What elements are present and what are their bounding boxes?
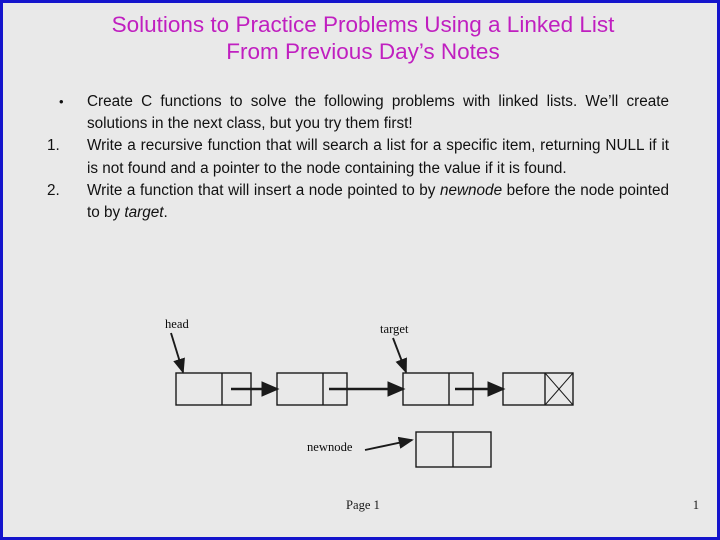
node-4-null-slash-a bbox=[544, 372, 574, 406]
footer-page-label: Page 1 bbox=[346, 498, 380, 512]
node-3 bbox=[402, 372, 474, 406]
list-item-1-text: Write a recursive function that will sea… bbox=[87, 137, 669, 177]
diagram-pointer-arrows bbox=[170, 332, 414, 451]
title-line-1: Solutions to Practice Problems Using a L… bbox=[111, 12, 615, 37]
list-item-2: 2. Write a function that will insert a n… bbox=[47, 180, 669, 224]
page-title: Solutions to Practice Problems Using a L… bbox=[3, 11, 717, 65]
diagram-label-target: target bbox=[380, 322, 409, 336]
footer-page-number: 1 bbox=[692, 498, 699, 512]
node-4 bbox=[502, 372, 574, 406]
node-1 bbox=[175, 372, 252, 406]
bullet-item-create-functions: • Create C functions to solve the follow… bbox=[47, 91, 669, 135]
list-item-2-part1: Write a function that will insert a node… bbox=[87, 181, 440, 199]
node-4-null-slash-b bbox=[544, 372, 574, 406]
body-content: • Create C functions to solve the follow… bbox=[47, 91, 669, 224]
diagram-label-newnode: newnode bbox=[307, 440, 353, 454]
list-item-2-part3: . bbox=[163, 204, 168, 222]
list-item-1-marker: 1. bbox=[47, 137, 60, 155]
bullet-item-text: Create C functions to solve the followin… bbox=[87, 93, 669, 133]
target-pointer-arrow bbox=[392, 337, 407, 374]
head-pointer-arrow bbox=[170, 332, 185, 374]
list-item-2-emphasis-target: target bbox=[124, 204, 164, 222]
list-item-2-text: Write a function that will insert a node… bbox=[87, 182, 669, 221]
title-line-2: From Previous Day’s Notes bbox=[226, 39, 500, 64]
diagram-label-head: head bbox=[165, 317, 189, 331]
node-newnode bbox=[415, 431, 492, 468]
diagram-node-boxes bbox=[175, 372, 574, 468]
list-item-2-emphasis-newnode: newnode bbox=[439, 181, 503, 199]
linked-list-diagram bbox=[170, 332, 574, 468]
list-item-2-marker: 2. bbox=[47, 181, 60, 199]
list-item-1: 1. Write a recursive function that will … bbox=[47, 135, 669, 179]
newnode-pointer-arrow bbox=[364, 436, 414, 451]
bullet-marker: • bbox=[59, 94, 64, 109]
node-2 bbox=[276, 372, 348, 406]
list-item-2-part2: before the node pointed to by bbox=[87, 181, 669, 222]
